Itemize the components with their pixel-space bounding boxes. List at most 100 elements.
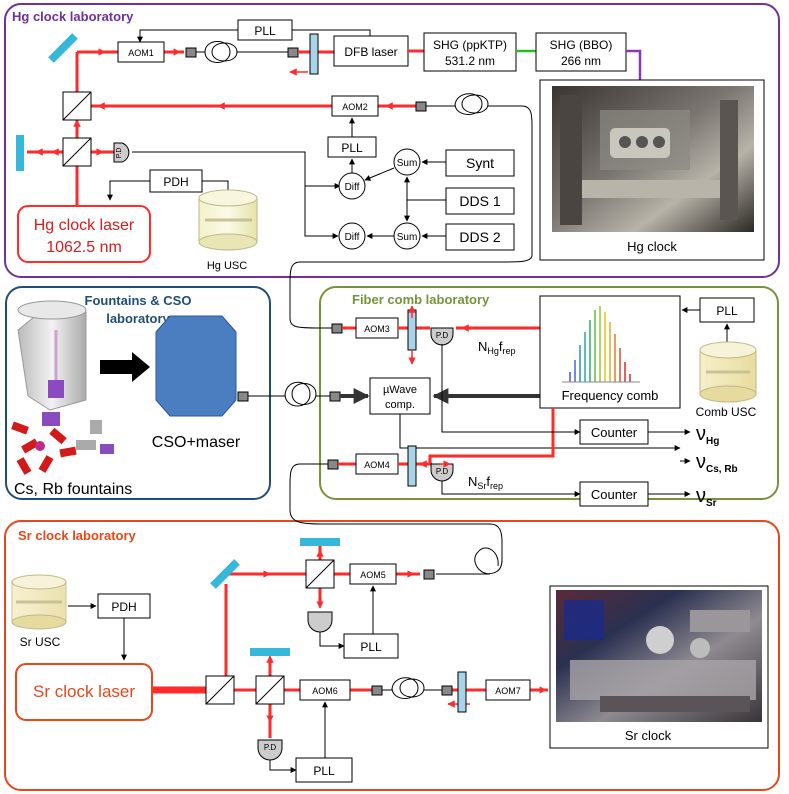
sr-link-fiber <box>289 463 503 575</box>
fiber-lab-title: Fiber comb laboratory <box>352 292 490 307</box>
comb-pd-1 <box>430 327 454 346</box>
hg-diff2-label: Diff <box>345 232 360 243</box>
sr-lab-frame <box>4 520 780 791</box>
comb-splitter-2 <box>407 445 417 487</box>
comb-n-sr: NSrfrep <box>468 474 503 491</box>
hg-pd-label: P.D <box>116 148 123 159</box>
hg-sum1-label: Sum <box>397 158 418 169</box>
comb-fiber-coupler-1 <box>331 323 343 334</box>
comb-fiber-coupler-2 <box>327 459 339 470</box>
hg-dfb-label: DFB laser <box>344 45 397 59</box>
comb-counter2-label: Counter <box>591 487 638 502</box>
hg-pll-top-label: PLL <box>254 24 276 38</box>
hg-laser-line2: 1062.5 nm <box>46 239 122 256</box>
sr-usc-label: Sr USC <box>20 635 61 649</box>
hg-photo-caption: Hg clock <box>627 239 677 254</box>
hg-beamsplitter-2 <box>62 137 92 167</box>
hg-diff1-label: Diff <box>345 182 360 193</box>
hg-shg-bbo <box>535 32 627 72</box>
sr-beamsplitter-2 <box>205 675 235 705</box>
hg-diff-2 <box>338 222 366 250</box>
fountains-fiber-coupler <box>237 391 249 402</box>
sr-pd-top <box>307 611 333 633</box>
hg-sum2-label: Sum <box>397 232 418 243</box>
hg-dds1 <box>445 187 515 215</box>
hg-aom1-label: AOM1 <box>128 48 154 58</box>
hg-uv-beam <box>626 49 642 80</box>
comb-uwave-line2: comp. <box>385 399 415 411</box>
hg-beamsplitter-1 <box>62 91 92 121</box>
hg-dfb-laser <box>333 35 409 67</box>
nu-csrb: νCs, Rb <box>696 451 738 475</box>
fountains-lab-title-2: laboratory <box>106 311 170 326</box>
comb-pd-2 <box>430 463 454 482</box>
sr-aom7 <box>485 679 531 701</box>
sr-aom5 <box>349 563 397 585</box>
hg-dds2-label: DDS 2 <box>459 229 500 245</box>
cso-maser-label: CSO+maser <box>152 434 241 451</box>
hg-photo-details <box>560 95 738 225</box>
sr-pll-2 <box>295 757 353 783</box>
sr-aom6 <box>299 679 351 701</box>
sr-fiber-coupler-3 <box>441 685 453 696</box>
sr-pll1-label: PLL <box>360 640 382 654</box>
sr-mirror <box>210 559 240 589</box>
sr-fiber-coupler-2 <box>371 685 383 696</box>
comb-pd2-label: P.D <box>436 467 449 476</box>
sr-mirror-top <box>300 538 340 546</box>
comb-counter1-label: Counter <box>591 425 638 440</box>
cso-maser <box>155 315 237 417</box>
sr-clock-laser <box>15 663 153 721</box>
hg-synt <box>445 149 515 177</box>
hg-usc-cavity <box>198 189 258 251</box>
hg-lab-frame <box>4 3 780 278</box>
fountains-label: Cs, Rb fountains <box>14 481 132 498</box>
sr-mirror-mid <box>250 648 290 656</box>
hg-dds1-label: DDS 1 <box>459 193 500 209</box>
hg-sum-1 <box>393 148 421 176</box>
sr-pd-bottom <box>257 739 283 761</box>
comb-n-hg: NHgfrep <box>478 339 516 356</box>
sr-aom6-label: AOM6 <box>312 686 338 696</box>
hg-shg-ppktp <box>423 32 517 72</box>
comb-pll <box>699 297 755 323</box>
hg-fiber-coupler-3 <box>415 101 427 112</box>
hg-photodiode <box>113 142 130 163</box>
hg-dds2 <box>445 223 515 251</box>
hg-synt-label: Synt <box>466 155 494 171</box>
sr-pll-1 <box>343 633 399 659</box>
sr-pll2-label: PLL <box>313 764 335 778</box>
sr-aom7-label: AOM7 <box>495 686 521 696</box>
sr-fiber-coupler-1 <box>423 569 435 580</box>
comb-aom3-label: AOM3 <box>364 324 390 334</box>
fountains-fiber <box>248 381 340 407</box>
sr-photo-details <box>564 600 756 712</box>
sr-aom5-label: AOM5 <box>360 570 386 580</box>
sr-pdh-label: PDH <box>111 600 136 614</box>
comb-aom4-label: AOM4 <box>364 460 390 470</box>
sr-fiber-loop <box>382 677 444 699</box>
hg-fiber-coupler-1 <box>185 47 197 58</box>
comb-pll-label: PLL <box>716 304 738 318</box>
comb-uwave-comp <box>369 377 431 415</box>
comb-pd1-label: P.D <box>436 331 449 340</box>
hg-clock-laser <box>17 205 151 263</box>
fountain-illustration <box>11 300 114 475</box>
comb-spectrum <box>569 306 631 382</box>
comb-usc-cavity <box>699 341 757 403</box>
comb-label: Frequency comb <box>562 388 659 403</box>
hg-lab-title: Hg clock laboratory <box>12 9 134 24</box>
hg-fiber-loop-1 <box>196 41 290 63</box>
hg-fiber-coupler-2 <box>287 47 299 58</box>
hg-shg2-line1: SHG (BBO) <box>550 38 613 52</box>
sr-beamsplitter-3 <box>255 675 285 705</box>
hg-laser-line1: Hg clock laser <box>34 217 135 234</box>
hg-diff-1 <box>338 172 366 200</box>
sr-isolator <box>457 671 467 713</box>
hg-pdh-label: PDH <box>163 175 188 189</box>
sr-laser-label: Sr clock laser <box>33 682 135 701</box>
sr-pdh <box>97 593 151 619</box>
sr-pd-label: P.D <box>264 743 277 752</box>
sr-lab-title: Sr clock laboratory <box>18 528 137 543</box>
hg-usc-label: Hg USC <box>207 260 247 272</box>
